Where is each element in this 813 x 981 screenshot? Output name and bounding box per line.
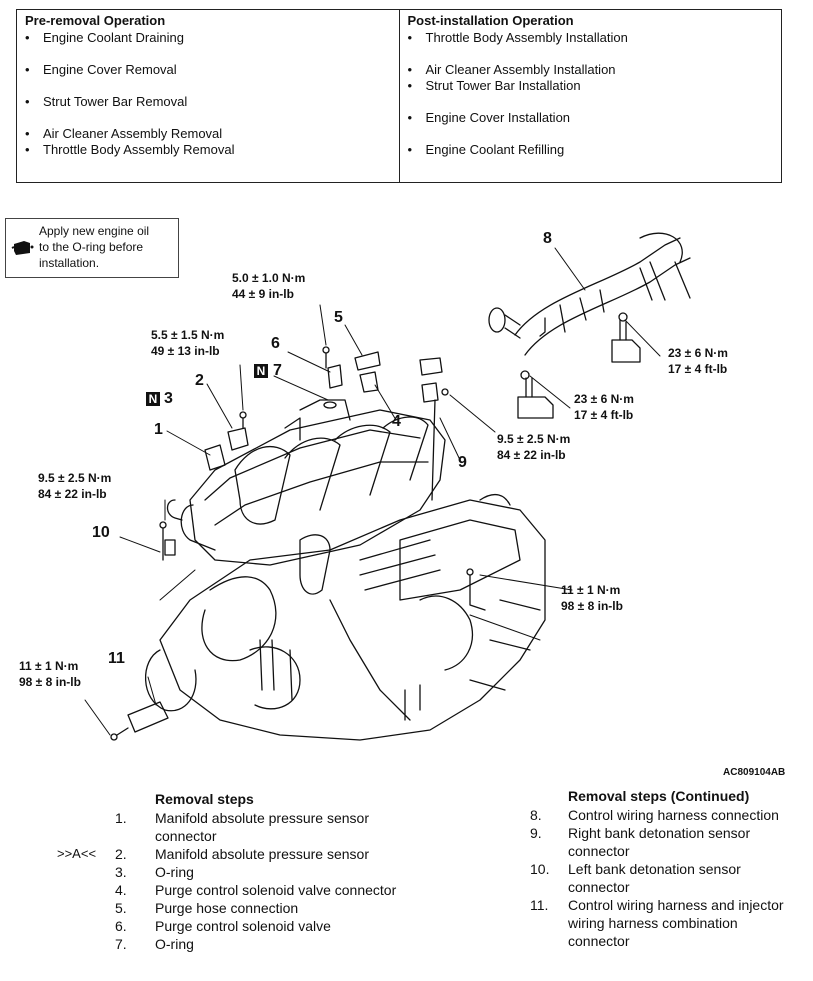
- list-item: 9.Right bank detonation sensor connector: [530, 825, 751, 859]
- removal-steps-continued: Removal steps (Continued) 8.Control wiri…: [530, 787, 800, 950]
- callout-4: 4: [392, 413, 401, 430]
- list-item: 6.Purge control solenoid valve: [115, 918, 331, 934]
- callout-2: 2: [195, 372, 204, 389]
- callout-11: 11: [108, 650, 125, 667]
- list-item: 4.Purge control solenoid valve connector: [115, 882, 397, 898]
- removal-steps-title: Removal steps: [155, 791, 254, 807]
- callout-6: 6: [271, 335, 280, 352]
- callout-1: 1: [154, 421, 163, 438]
- sensor-parts-drawing: [110, 346, 486, 741]
- operations-table: Pre-removal Operation •Engine Coolant Dr…: [16, 9, 782, 183]
- callout-9: 9: [458, 454, 467, 471]
- pre-removal-item: •Strut Tower Bar Removal: [25, 94, 188, 109]
- image-code: AC809104AB: [723, 767, 786, 778]
- post-installation-item: •Strut Tower Bar Installation: [407, 78, 581, 93]
- post-installation-title: Post-installation Operation: [407, 13, 574, 28]
- list-item: 1.Manifold absolute pressure sensor conn…: [115, 810, 370, 844]
- list-item: 3.O-ring: [115, 864, 194, 880]
- removal-steps: Removal steps 1.Manifold absolute pressu…: [115, 790, 415, 953]
- wiring-harness-drawing: [488, 232, 691, 356]
- post-installation-item: •Air Cleaner Assembly Installation: [407, 62, 616, 77]
- removal-steps-continued-title: Removal steps (Continued): [568, 788, 750, 804]
- pre-removal-item: •Air Cleaner Assembly Removal: [25, 126, 223, 141]
- harness-brackets-drawing: [517, 312, 641, 419]
- n-badge: N: [146, 392, 160, 406]
- list-item: 2.Manifold absolute pressure sensor: [115, 846, 370, 862]
- callout-10: 10: [92, 524, 110, 541]
- engine-block-drawing: [144, 493, 546, 741]
- pre-removal-item: •Throttle Body Assembly Removal: [25, 142, 235, 157]
- callout-8: 8: [543, 230, 552, 247]
- callout-5: 5: [334, 309, 343, 326]
- list-item: 10.Left bank detonation sensor connector: [530, 861, 741, 895]
- post-installation-item: •Engine Coolant Refilling: [407, 142, 565, 157]
- list-item: 7.O-ring: [115, 936, 194, 952]
- note-line: Apply new engine oil: [39, 224, 150, 238]
- service-point-symbol: >>A<<: [57, 846, 97, 861]
- n-badge: N: [254, 364, 268, 378]
- callout-3: 3: [164, 390, 173, 407]
- list-item: 5.Purge hose connection: [115, 900, 299, 916]
- pre-removal-column: Pre-removal Operation •Engine Coolant Dr…: [17, 10, 399, 182]
- list-item: 8.Control wiring harness connection: [530, 807, 779, 823]
- post-installation-item: •Engine Cover Installation: [407, 110, 571, 125]
- callout-7: 7: [273, 362, 282, 379]
- note-line: to the O-ring before: [39, 240, 144, 254]
- list-item: 11.Control wiring harness and injector w…: [530, 897, 784, 949]
- pre-removal-item: •Engine Cover Removal: [25, 62, 177, 77]
- intake-manifold-drawing: [180, 399, 446, 566]
- post-installation-column: Post-installation Operation •Throttle Bo…: [398, 10, 782, 182]
- post-installation-item: •Throttle Body Assembly Installation: [407, 30, 628, 45]
- pre-removal-title: Pre-removal Operation: [25, 13, 166, 28]
- leader-lines: [84, 247, 661, 736]
- note-line: installation.: [39, 256, 100, 270]
- pre-removal-item: •Engine Coolant Draining: [25, 30, 184, 45]
- oil-can-icon: [11, 241, 34, 255]
- note-box: Apply new engine oil to the O-ring befor…: [5, 218, 179, 278]
